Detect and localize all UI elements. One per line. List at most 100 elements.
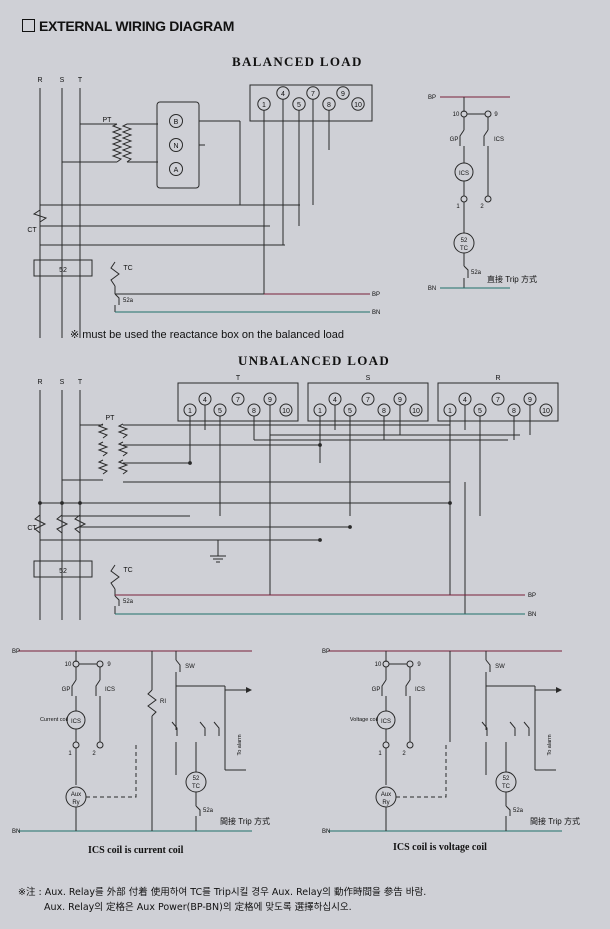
unbalanced-relay-box (307, 382, 429, 422)
balanced-terminal-number: 1 (262, 102, 266, 109)
direct-trip-52a-label: 52a (471, 270, 482, 276)
current_coil-52a-contact (195, 805, 201, 816)
current_coil-bp-label: BP (12, 649, 20, 655)
current_coil-ics-contact (95, 679, 101, 696)
voltage_coil-to-alarm-label: To alarm (547, 734, 553, 756)
unbalanced-terminal-number: 4 (333, 397, 337, 404)
unbalanced-pt-secondary (117, 441, 129, 457)
balanced-phase-label: S (60, 77, 65, 84)
reactance-letter: B (174, 119, 179, 126)
direct-trip-bn-label: BN (428, 286, 436, 292)
current_coil-alarm-arrow-icon (246, 687, 252, 693)
unbalanced-terminal-number: 8 (512, 408, 516, 415)
unbalanced-load-title: UNBALANCED LOAD (238, 353, 391, 368)
current_coil-aux-bottom: Ry (72, 800, 79, 806)
voltage_coil-mode-label: 間接 Trip 方式 (530, 816, 580, 826)
reactance-terminal (169, 138, 183, 152)
reactance-terminal (169, 162, 183, 176)
voltage_coil-bp-label: BP (322, 649, 330, 655)
unbalanced-tc-coil (110, 564, 120, 590)
unbalanced-ct-coil (34, 514, 47, 534)
current_coil-t2: 2 (92, 751, 96, 757)
voltage_coil-gp-label: GP (372, 687, 381, 693)
unbalanced-pt-primary (97, 441, 109, 457)
balanced-terminal-number: 7 (311, 91, 315, 98)
unbalanced-terminal-number: 5 (348, 408, 352, 415)
unbalanced-ct-coil (56, 514, 69, 534)
balanced-ct-coil (32, 209, 48, 223)
voltage_coil-dashed-link (396, 742, 447, 798)
unbalanced-terminal-number: 1 (318, 408, 322, 415)
balanced-terminal-number: 4 (281, 91, 285, 98)
current_coil-aux-contact (171, 721, 178, 736)
current_coil-node (96, 660, 104, 668)
unbalanced-terminal (361, 392, 375, 406)
balanced-terminal-number: 5 (297, 102, 301, 109)
current_coil-terminal-2 (96, 741, 104, 749)
voltage_coil-t1: 1 (378, 751, 382, 757)
current_coil-ics-label: ICS (105, 687, 115, 693)
balanced-bn-label: BN (372, 310, 380, 316)
balanced-phase-label: T (78, 77, 83, 84)
unbalanced-tc-label: TC (123, 567, 132, 574)
balanced-relay-box (249, 84, 373, 122)
unbalanced-phase-label: T (78, 379, 83, 386)
current_coil-bn-label: BN (12, 829, 20, 835)
unbalanced-junction-dot (318, 538, 322, 542)
current_coil-52a-label: 52a (203, 808, 214, 814)
reactance-letter: A (174, 167, 179, 174)
voltage_coil-52a-label: 52a (513, 808, 524, 814)
voltage_coil-ics-label: ICS (415, 687, 425, 693)
unbalanced-terminal-number: 5 (478, 408, 482, 415)
balanced-tc-label: TC (123, 265, 132, 272)
current_coil-t10: 10 (65, 662, 72, 668)
direct-trip-t10: 10 (453, 112, 460, 118)
current_coil-tc-top: 52 (193, 776, 200, 782)
unbalanced-phase-label: R (37, 379, 42, 386)
voltage_coil-alarm-arrow-icon (556, 687, 562, 693)
unbalanced-bp-label: BP (528, 593, 536, 599)
unbalanced-relay-box (177, 382, 299, 422)
balanced-terminal-number: 10 (354, 102, 362, 109)
voltage_coil-gp-contact (381, 679, 387, 696)
unbalanced-relay-name: T (236, 375, 241, 382)
unbalanced-relay-name: R (495, 375, 500, 382)
unbalanced-terminal-number: 5 (218, 408, 222, 415)
footnote-line-1: ※注 : Aux. Relay를 外部 付着 使用하여 TC를 Trip시킬 경… (18, 887, 427, 898)
direct-trip-ics-coil-label: ICS (459, 171, 469, 177)
unbalanced-terminal-number: 9 (268, 397, 272, 404)
unbalanced-junction-dot (318, 443, 322, 447)
voltage_coil-coil-label: Voltage coil (350, 717, 378, 723)
voltage_coil-52a-contact (505, 805, 511, 816)
direct-trip-bp-label: BP (428, 95, 436, 101)
unbalanced-terminal (279, 403, 293, 417)
ground-icon (210, 555, 226, 563)
direct-trip-tc-bottom: TC (460, 246, 469, 252)
unbalanced-relay-name: S (366, 375, 371, 382)
voltage_coil-ics-coil-text: ICS (381, 719, 391, 725)
direct-trip-t1: 1 (456, 204, 460, 210)
current_coil-terminal-1 (72, 741, 80, 749)
balanced-tc-coil (110, 261, 120, 287)
current_coil-ics-coil-text: ICS (71, 719, 81, 725)
current_coil-aux-contact (199, 721, 206, 736)
unbalanced-pt-secondary (117, 459, 129, 475)
balanced-bp-label: BP (372, 292, 380, 298)
footnote-line-2: Aux. Relay의 定格은 Aux Power(BP-BN)의 定格에 맞도… (44, 902, 352, 913)
unbalanced-terminal-number: 7 (366, 397, 370, 404)
direct-trip-52a-contact (463, 265, 469, 278)
current_coil-dashed-link (86, 742, 137, 798)
unbalanced-terminal (231, 392, 245, 406)
voltage_coil-ics-contact (405, 679, 411, 696)
current_coil-sw-label: SW (185, 664, 195, 670)
current_coil-tc-bottom: TC (192, 784, 201, 790)
reactance-box-note: ※ must be used the reactance box on the … (70, 329, 345, 341)
balanced-breaker-box (33, 259, 93, 277)
direct-trip-gp-label: GP (450, 137, 459, 143)
unbalanced-terminal-number: 10 (412, 408, 420, 415)
unbalanced-junction-dot (188, 461, 192, 465)
unbalanced-pt-primary (97, 459, 109, 475)
balanced-pt-secondary (121, 123, 133, 163)
direct-trip-mode-label: 直接 Trip 方式 (487, 274, 537, 284)
